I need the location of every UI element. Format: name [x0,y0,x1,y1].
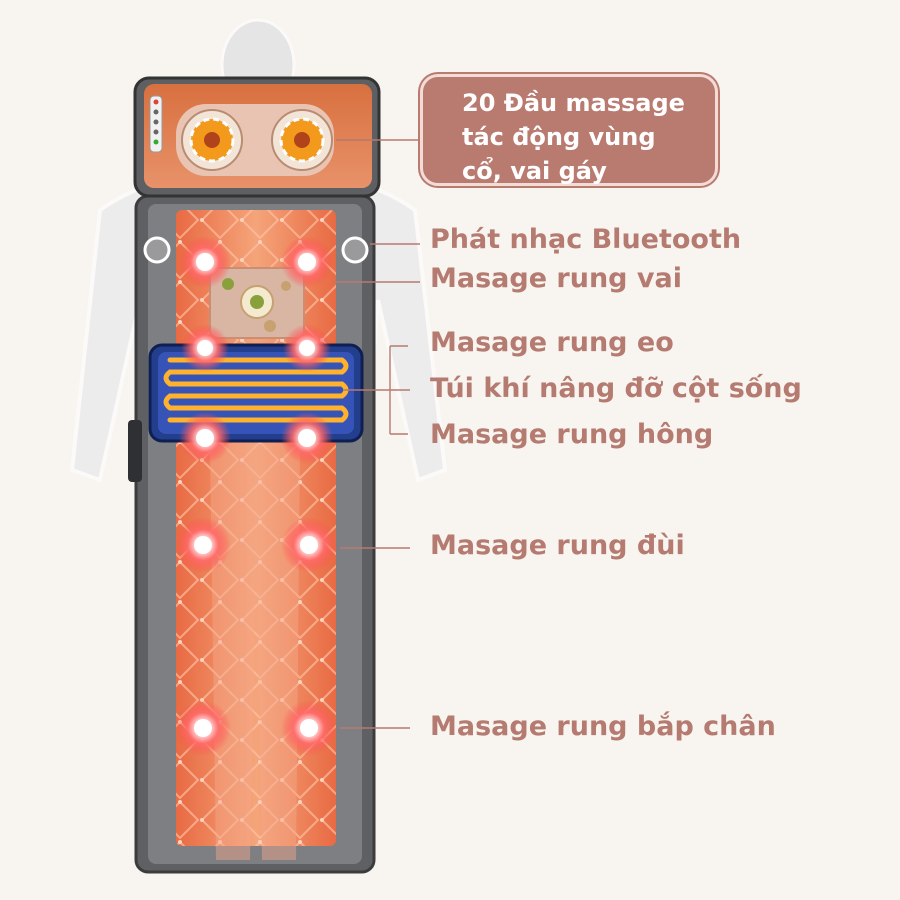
label-shoulder-vibration: Masage rung vai [430,263,682,294]
callout-line-3: cổ, vai gáy [462,157,607,185]
vibration-node-shoulder-right [281,236,333,288]
vibration-node-calf-right [281,700,337,756]
label-hip-vibration: Masage rung hông [430,419,714,450]
neck-massage-callout [420,74,718,186]
neck-massage-roller-left [181,109,243,171]
neck-massage-roller-right [271,109,333,171]
vibration-nodes [175,236,337,756]
leader-lines [332,139,420,729]
label-bluetooth: Phát nhạc Bluetooth [430,224,742,255]
callout-line-2: tác động vùng [462,123,656,151]
callout-line-1: 20 Đầu massage [462,89,685,117]
vibration-node-hip-right [281,412,333,464]
vibration-node-waist-left [181,324,229,372]
pillow [133,76,381,198]
bluetooth-speakers [143,236,369,264]
vibration-node-hip-left [179,412,231,464]
vibration-node-thigh-right [281,517,337,573]
vibration-node-shoulder-left [179,236,231,288]
mat-body [128,194,376,874]
vibration-node-waist-right [283,324,331,372]
vibration-node-calf-left [175,700,231,756]
label-calf-vibration: Masage rung bắp chân [430,711,776,742]
label-thigh-vibration: Masage rung đùi [430,530,685,561]
vibration-node-thigh-left [175,517,231,573]
label-spine-airbag: Túi khí nâng đỡ cột sống [430,373,802,404]
callout-text: 20 Đầu massage tác động vùng cổ, vai gáy [462,86,712,188]
label-waist-vibration: Masage rung eo [430,327,674,358]
